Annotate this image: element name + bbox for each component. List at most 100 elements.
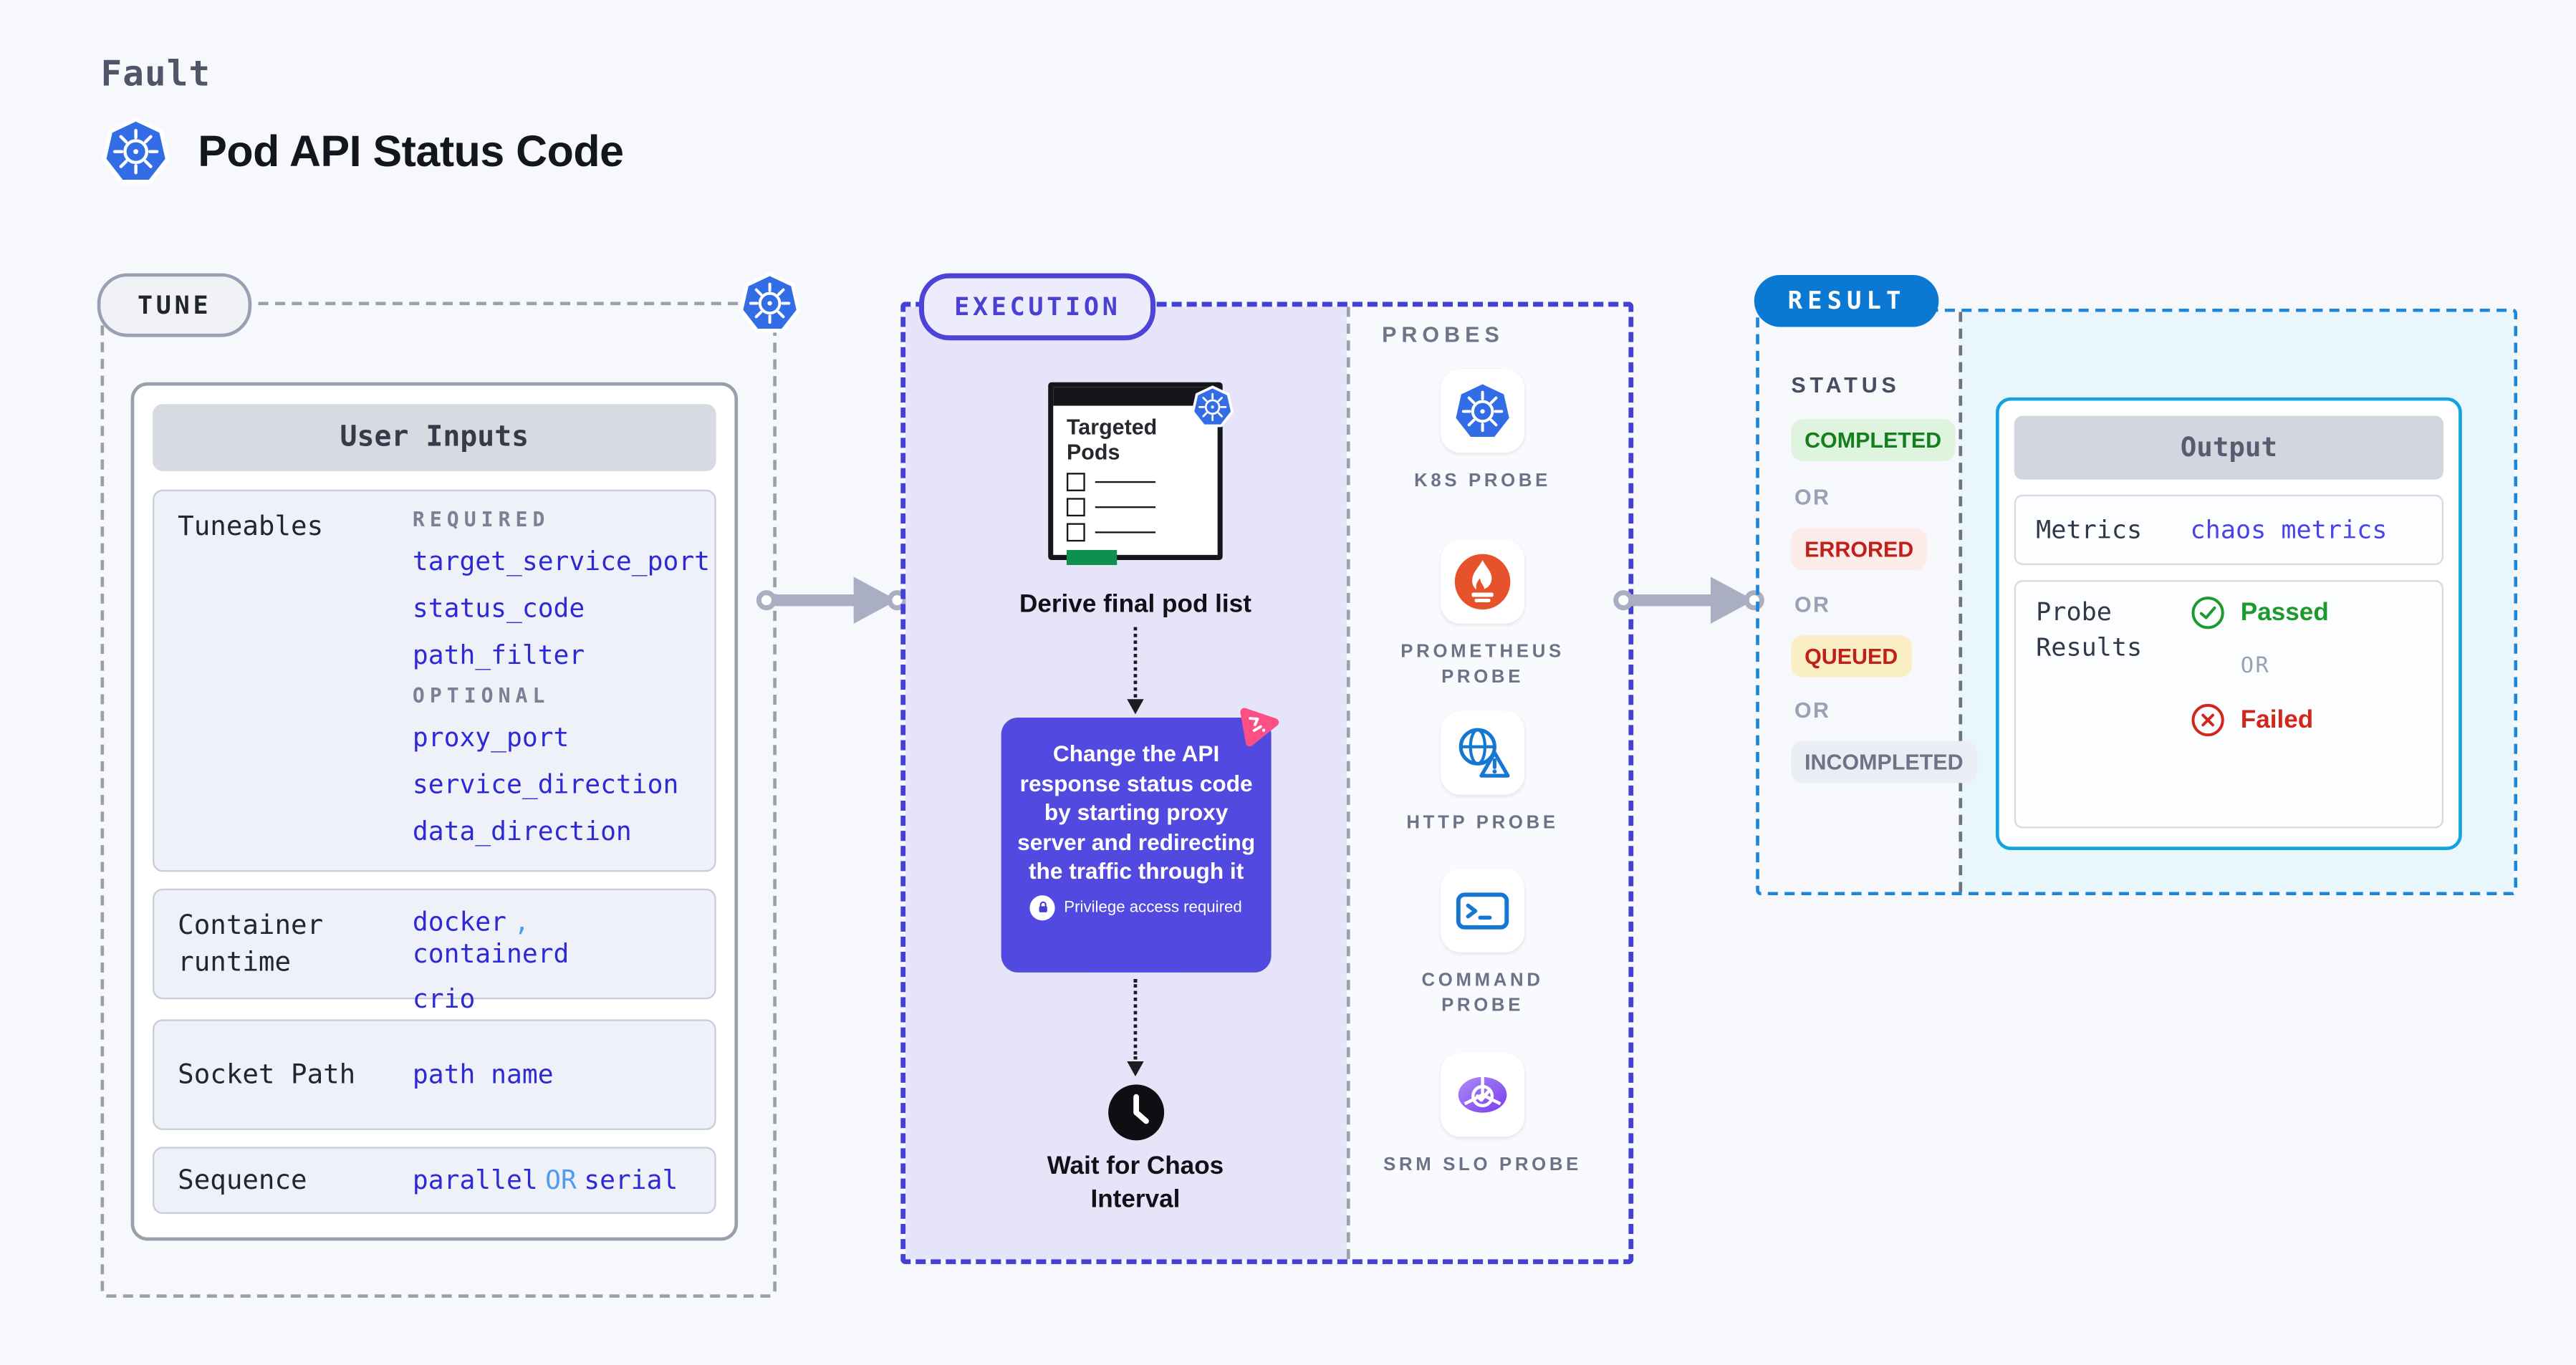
status-heading: STATUS [1791, 372, 1900, 397]
runtime-separator: , [514, 907, 530, 937]
arrowhead-icon [1126, 1061, 1143, 1077]
status-badge-incompleted: INCOMPLETED [1791, 741, 1977, 783]
or-text: OR [1794, 697, 1831, 723]
failed-text: Failed [2240, 705, 2314, 735]
probe-card-prometheus [1441, 539, 1525, 624]
tuneable-link[interactable]: status_code [412, 593, 585, 624]
metrics-value[interactable]: chaos metrics [2190, 514, 2388, 545]
tuneables-label: Tuneables [178, 509, 324, 542]
chaos-pink-icon [1232, 699, 1284, 751]
kubernetes-icon [738, 270, 802, 335]
runtime-link[interactable]: docker [412, 907, 507, 937]
flow-arrow [1613, 570, 1764, 630]
sequence-or: OR [545, 1164, 577, 1195]
fault-action-card: Change the API response status code by s… [1001, 718, 1272, 973]
targeted-pods-title: Targeted Pods [1066, 414, 1158, 464]
probe-results-values: Passed OR Failed [2191, 595, 2329, 813]
fault-action-text: Change the API response status code by s… [1017, 741, 1256, 884]
probe-results-row: Probe Results Passed OR Failed [2014, 580, 2444, 829]
sequence-row: Sequence parallel OR serial [153, 1147, 716, 1214]
runtime-link[interactable]: crio [412, 984, 476, 1015]
sequence-values: parallel OR serial [413, 1164, 678, 1196]
passed-text: Passed [2240, 598, 2329, 627]
tuneable-link[interactable]: service_direction [412, 769, 679, 800]
pod-line [1095, 531, 1156, 534]
http-globe-warning-icon [1452, 723, 1512, 783]
pod-checkbox-row [1066, 523, 1218, 542]
check-circle-icon [2191, 595, 2226, 630]
passed-line: Passed [2191, 595, 2329, 630]
tuneables-values: REQUIRED target_service_port status_code… [413, 508, 710, 853]
sequence-label: Sequence [178, 1164, 307, 1196]
tuneable-link[interactable]: proxy_port [412, 723, 569, 753]
execution-badge: EXECUTION [918, 273, 1156, 341]
sequence-option[interactable]: serial [584, 1164, 678, 1195]
kubernetes-icon [1451, 379, 1514, 443]
user-inputs-card: User Inputs Tuneables REQUIRED target_se… [130, 382, 739, 1241]
or-text: OR [2240, 654, 2271, 680]
page-title: Pod API Status Code [198, 125, 624, 175]
runtime-link[interactable]: containerd [412, 939, 569, 970]
socket-path-row: Socket Path path name [153, 1019, 716, 1130]
or-text: OR [1794, 592, 1831, 617]
tune-section [100, 302, 777, 1298]
lock-icon [1030, 894, 1056, 920]
privilege-note-text: Privilege access required [1064, 898, 1242, 917]
tuneable-link[interactable]: data_direction [412, 816, 632, 847]
probe-name: PROMETHEUS PROBE [1400, 642, 1565, 688]
user-inputs-header: User Inputs [153, 404, 716, 471]
checkbox-icon [1066, 523, 1085, 542]
x-circle-icon [2191, 703, 2226, 738]
kubernetes-icon [100, 114, 170, 188]
probe-card-srm-slo [1441, 1053, 1525, 1137]
failed-line: Failed [2191, 703, 2329, 738]
fault-kicker: Fault [100, 53, 211, 95]
probe-name: COMMAND PROBE [1421, 970, 1544, 1016]
status-badge-errored: ERRORED [1791, 528, 1928, 570]
status-badge-completed: COMPLETED [1791, 419, 1955, 461]
window-title-bar [1053, 387, 1218, 406]
probe-name: SRM SLO PROBE [1383, 1155, 1582, 1176]
checkbox-icon [1066, 473, 1085, 492]
container-runtime-label: Container runtime [178, 908, 324, 977]
required-label: REQUIRED [412, 508, 550, 532]
probe-card-k8s [1441, 369, 1525, 453]
optional-label: OPTIONAL [412, 684, 550, 708]
probes-heading: PROBES [1382, 322, 1504, 347]
metrics-row: Metrics chaos metrics [2014, 494, 2444, 565]
dotted-connector [1133, 627, 1138, 698]
checkbox-icon [1066, 498, 1085, 517]
probe-card-command [1441, 868, 1525, 952]
sequence-option[interactable]: parallel [412, 1164, 538, 1195]
tuneable-link[interactable]: path_filter [412, 640, 585, 671]
status-badge-queued: QUEUED [1791, 635, 1912, 677]
dotted-connector [1133, 979, 1138, 1060]
container-runtime-values: docker , containerd crio [412, 907, 691, 1015]
probe-card-http [1441, 710, 1525, 795]
flow-arrow [756, 570, 908, 630]
output-header: Output [2014, 415, 2444, 480]
or-text: OR [1794, 484, 1831, 510]
page-header: Pod API Status Code [100, 114, 624, 188]
pod-line [1095, 506, 1156, 508]
output-card: Output Metrics chaos metrics Probe Resul… [1995, 397, 2462, 850]
wait-interval-label: Wait for Chaos Interval [1047, 1152, 1224, 1213]
probe-results-label: Probe Results [2036, 597, 2143, 662]
result-badge: RESULT [1754, 274, 1940, 327]
clock-icon [1105, 1081, 1168, 1144]
terminal-icon [1452, 880, 1512, 940]
pod-checkbox-row [1066, 498, 1218, 517]
srm-slo-pie-check-icon [1451, 1063, 1514, 1127]
socket-path-value[interactable]: path name [412, 1059, 554, 1090]
pod-checkbox-row [1066, 473, 1218, 492]
tuneables-row: Tuneables REQUIRED target_service_port s… [153, 489, 716, 872]
tuneable-link[interactable]: target_service_port [412, 546, 711, 577]
pod-line [1095, 481, 1156, 483]
kubernetes-icon [1191, 384, 1234, 429]
prometheus-icon [1452, 551, 1512, 612]
privilege-note: Privilege access required [1017, 894, 1256, 920]
container-runtime-row: Container runtime docker , containerd cr… [153, 888, 716, 1015]
probe-name: K8S PROBE [1414, 471, 1552, 491]
metrics-label: Metrics [2036, 513, 2143, 544]
